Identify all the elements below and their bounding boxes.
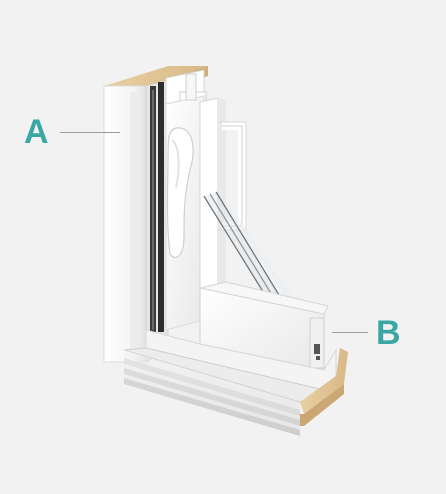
callout-b-leader-line [332, 332, 368, 333]
bottom-sash-rail [199, 281, 329, 371]
sill-track [123, 329, 337, 436]
weather-seal [150, 82, 164, 334]
sash-frame [199, 97, 226, 297]
callout-a-leader-line [60, 132, 120, 133]
glass-panes [203, 191, 300, 318]
callout-b-label: B [376, 314, 401, 352]
wood-core-bottom [300, 348, 348, 426]
callout-a-label: A [24, 113, 49, 151]
lock-handle [166, 127, 194, 258]
